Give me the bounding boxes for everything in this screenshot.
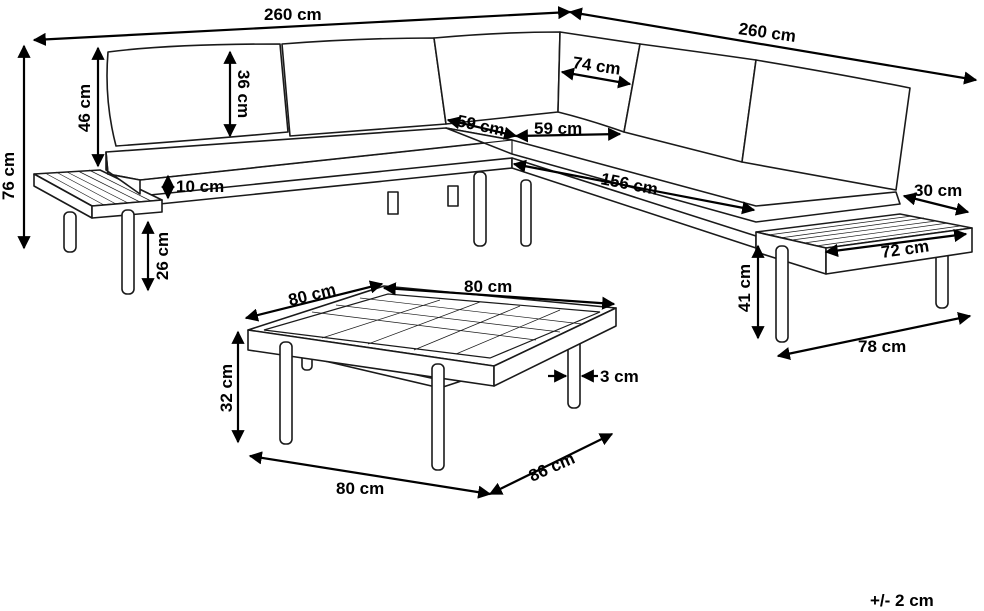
table-leg bbox=[279, 341, 293, 445]
sofa-leg bbox=[520, 179, 532, 247]
back-cushion bbox=[281, 37, 447, 137]
sofa-leg bbox=[387, 191, 399, 215]
dimension-lines bbox=[17, 6, 978, 499]
dimension-labels: 260 cm 260 cm 76 cm 46 cm 36 cm 74 cm 59… bbox=[0, 5, 962, 610]
side-table-left-slats bbox=[44, 169, 152, 206]
sofa-leg bbox=[935, 249, 949, 309]
label-table-top-length: 80 cm bbox=[464, 277, 512, 296]
sofa-leg bbox=[63, 211, 77, 253]
back-cushion bbox=[106, 43, 289, 147]
label-leg-height: 26 cm bbox=[153, 232, 172, 280]
tolerance-note: +/- 2 cm bbox=[870, 591, 934, 610]
back-cushion bbox=[433, 31, 561, 125]
label-seat-cushion-thickness: 10 cm bbox=[176, 177, 224, 196]
sofa-leg bbox=[121, 209, 135, 295]
label-table-base-width: 80 cm bbox=[336, 479, 384, 498]
label-table-base-depth: 86 cm bbox=[526, 449, 578, 486]
coffee-table bbox=[247, 285, 617, 471]
table-top-side bbox=[493, 307, 617, 387]
back-cushion bbox=[741, 59, 911, 191]
side-table-left-side bbox=[91, 199, 163, 219]
seat-cushion-left-edge bbox=[105, 151, 141, 195]
label-back-cushion-height: 36 cm bbox=[234, 70, 253, 118]
label-leg-thickness: 3 cm bbox=[600, 367, 639, 386]
sofa-leg bbox=[447, 185, 459, 207]
sofa-leg bbox=[473, 171, 487, 247]
sofa-leg bbox=[775, 245, 789, 343]
label-table-height: 32 cm bbox=[217, 364, 236, 412]
table-leg bbox=[431, 363, 445, 471]
back-cushion bbox=[623, 43, 757, 163]
label-total-height: 76 cm bbox=[0, 152, 18, 200]
label-side-table-height: 41 cm bbox=[735, 264, 754, 312]
label-sofa-left-width: 260 cm bbox=[264, 5, 322, 24]
label-seat-depth-right: 59 cm bbox=[534, 119, 582, 138]
label-back-height: 46 cm bbox=[75, 84, 94, 132]
label-side-unit-length: 78 cm bbox=[858, 337, 906, 356]
label-side-table-depth: 30 cm bbox=[914, 181, 962, 200]
